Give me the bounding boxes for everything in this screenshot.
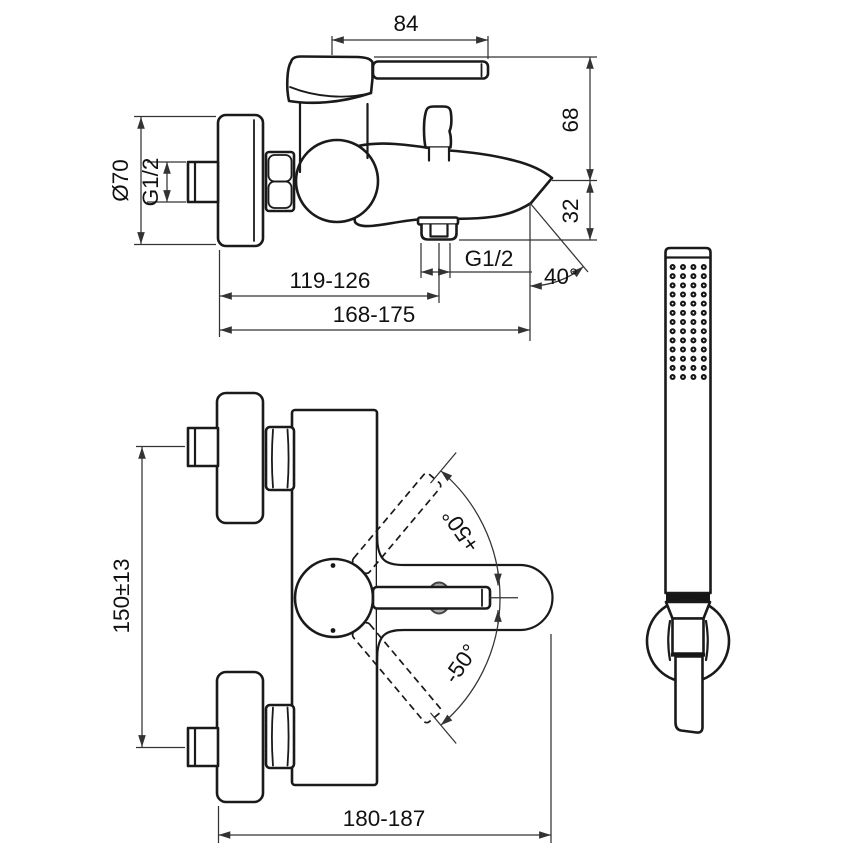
hand-shower-wand	[664, 246, 712, 595]
lever-handle-side	[371, 60, 490, 80]
spray-nozzle-grid	[669, 264, 707, 381]
connection-nut-plan-top	[264, 425, 296, 492]
hose-connector	[671, 617, 705, 655]
dim-label-outlet-thread: G1/2	[465, 246, 514, 271]
dim-wall-to-spout-tip: 168-175	[219, 302, 530, 334]
dim-label-168-175: 168-175	[333, 302, 416, 327]
wand-collar-ring	[666, 593, 710, 602]
dim-escutcheon-diameter: Ø70	[108, 115, 216, 246]
dim-label-119-126: 119-126	[290, 268, 371, 293]
dim-label-180-187: 180-187	[343, 806, 426, 831]
lever-thickness-marks	[489, 571, 518, 624]
dim-label-150: 150±13	[109, 559, 134, 634]
dim-label-84: 84	[393, 11, 418, 36]
dim-wall-to-outlet: 119-126	[218, 243, 440, 337]
dim-label-40deg: 40°	[544, 264, 578, 289]
inlet-nipple-plan-bottom	[186, 726, 220, 768]
dim-label-diameter: Ø70	[108, 159, 133, 202]
cartridge-dome-side	[294, 138, 380, 224]
dim-label-minus50: -50°	[439, 640, 483, 688]
dim-overall-depth: 180-187	[217, 634, 552, 843]
dim-spout-angle: 40°	[529, 202, 589, 341]
connection-nut-plan-bottom	[264, 703, 296, 770]
dim-inlet-thread: G1/2	[138, 158, 186, 207]
dim-label-32: 32	[558, 198, 583, 223]
hand-shower-group	[645, 246, 731, 734]
shower-hose	[674, 655, 704, 734]
escutcheon-side	[216, 113, 265, 248]
inlet-nipple-plan-top	[186, 426, 220, 468]
spout-body	[351, 142, 554, 228]
inlet-nipple-side	[186, 160, 220, 204]
escutcheon-plan-top	[215, 391, 265, 525]
dome-screw-bottom	[330, 628, 336, 633]
plan-view: +50° -50° 150±13 180-187	[109, 391, 554, 843]
side-view: 84 68 32 Ø70 G1/2	[108, 11, 597, 341]
dim-spout-height: 68	[558, 56, 594, 181]
dome-screw-top	[330, 563, 336, 568]
lever-handle-plan	[371, 585, 492, 610]
spout-plan	[375, 534, 554, 661]
dim-inlet-centers: 150±13	[109, 445, 185, 749]
dim-handle-length: 84	[331, 11, 489, 59]
dim-label-68: 68	[558, 107, 583, 132]
diverter-knob-side	[422, 105, 453, 149]
dim-outlet-drop: 32	[558, 180, 594, 240]
dim-label-plus50: +50°	[437, 504, 485, 557]
handle-cap-side	[285, 55, 374, 105]
dim-outlet-thread: G1/2	[420, 243, 532, 278]
dim-label-inlet-thread: G1/2	[138, 158, 163, 207]
escutcheon-plan-bottom	[215, 670, 265, 804]
wand-cone-connector	[664, 600, 712, 620]
shower-outlet-flange	[416, 216, 460, 226]
